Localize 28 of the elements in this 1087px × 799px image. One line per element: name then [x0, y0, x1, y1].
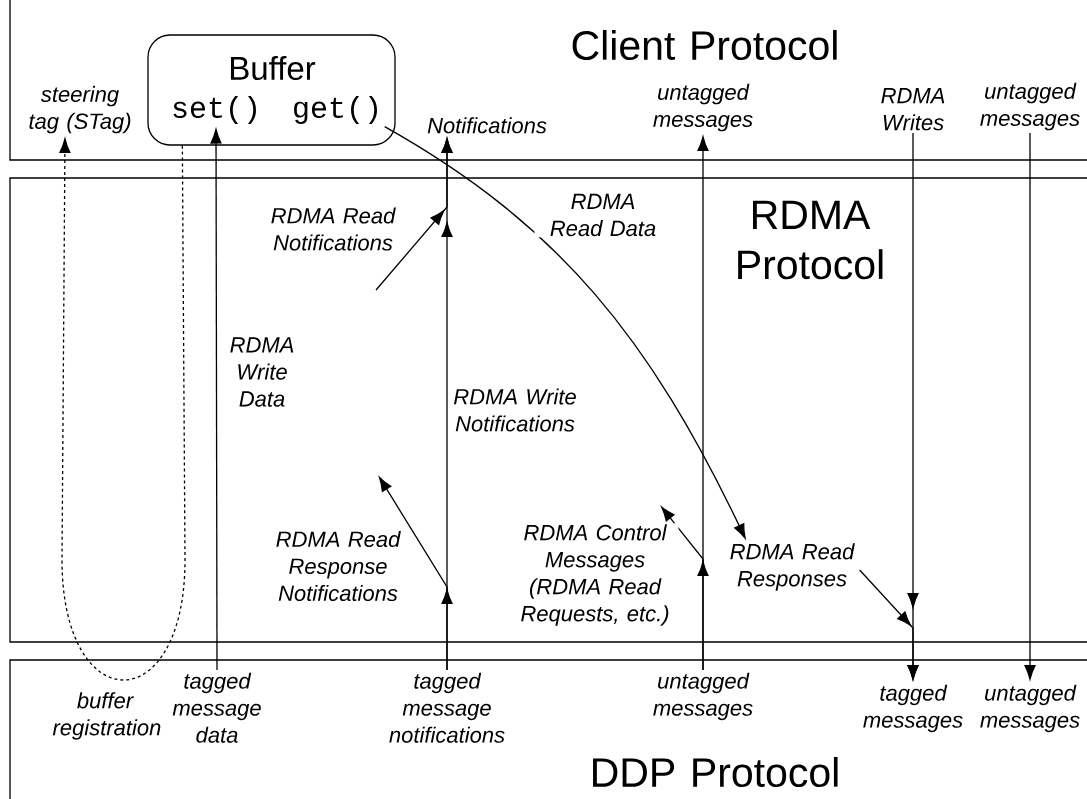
message-label: untagged messages — [980, 684, 1080, 733]
message-label: tagged message notifications — [389, 672, 505, 743]
edge-label: RDMA Read Response Notifications — [272, 529, 404, 603]
edge-label: RDMA Control Messages (RDMA Read Requests, etc.) — [511, 523, 679, 627]
message-label: Notifications — [427, 117, 547, 134]
message-label: tagged message data — [172, 672, 261, 743]
message-label: untagged messages — [653, 83, 753, 132]
message-label: untagged messages — [980, 82, 1080, 131]
edge-label: RDMA Write Data — [228, 336, 296, 408]
arrow — [1024, 132, 1036, 680]
arrow — [384, 125, 746, 539]
message-label: steering tag (STag) — [29, 85, 131, 134]
edge-label: RDMA Read Notifications — [267, 206, 399, 252]
method-name: get() — [294, 96, 377, 124]
message-label: RDMA Writes — [881, 88, 945, 131]
message-label: untagged messages — [653, 672, 753, 721]
arrow — [375, 138, 453, 291]
arrow — [697, 136, 709, 671]
edge-label: RDMA Read Data — [534, 192, 672, 238]
message-label: tagged messages — [863, 684, 963, 733]
method-name: set() — [173, 96, 256, 124]
arrow — [907, 132, 919, 680]
arrow — [378, 476, 448, 671]
dashed-arrow — [59, 138, 186, 681]
edge-label: RDMA Write Notifications — [451, 387, 579, 433]
message-label: RDMA Read Responses — [730, 543, 855, 591]
edge-label: buffer registration — [51, 691, 161, 741]
arrow — [210, 128, 222, 671]
